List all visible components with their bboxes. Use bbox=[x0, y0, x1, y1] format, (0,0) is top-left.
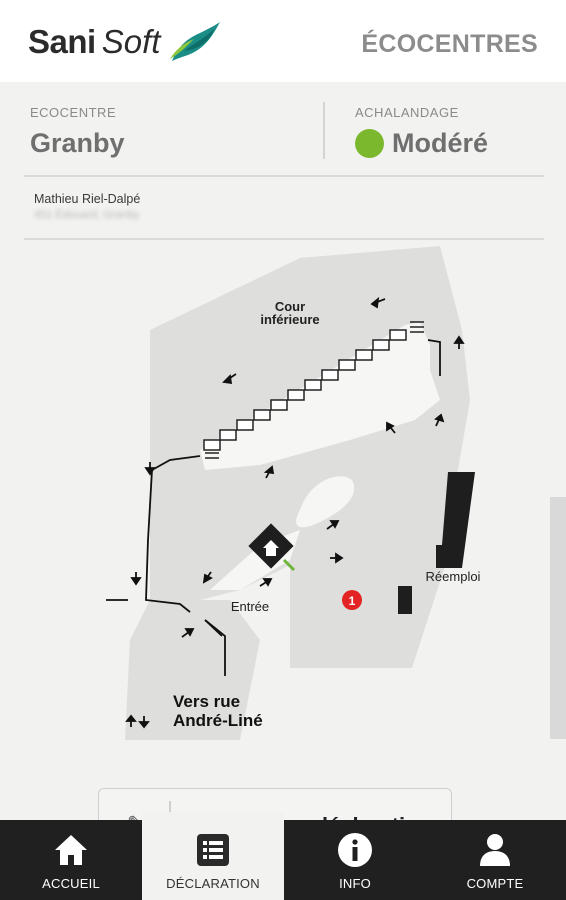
user-icon bbox=[479, 832, 511, 868]
nav-label-accueil: ACCUEIL bbox=[42, 876, 100, 891]
section-divider bbox=[24, 238, 544, 240]
sanisoft-logo: Sani Soft bbox=[28, 20, 222, 64]
nav-label-declaration: DÉCLARATION bbox=[166, 876, 260, 891]
app-header: Sani Soft ÉCOCENTRES bbox=[0, 0, 566, 82]
map-label-vers-rue: Vers rue bbox=[173, 692, 240, 711]
logo-text-soft: Soft bbox=[101, 23, 161, 60]
map-island bbox=[296, 476, 355, 528]
nav-item-info[interactable]: INFO bbox=[284, 820, 426, 900]
info-icon bbox=[337, 832, 373, 868]
map-ground-road bbox=[125, 600, 260, 740]
ecocentre-label: ECOCENTRE bbox=[30, 105, 117, 120]
leaf-logo-icon bbox=[170, 22, 221, 61]
site-map[interactable]: 1 Cour inférieure Entrée Réemploi Vers r… bbox=[0, 242, 566, 802]
ramp-steps bbox=[205, 321, 424, 459]
nav-item-declaration[interactable]: DÉCLARATION bbox=[142, 812, 284, 900]
map-ground-lower bbox=[290, 470, 460, 668]
user-name: Mathieu Riel-Dalpé bbox=[34, 192, 141, 206]
map-label-andre-line: André-Liné bbox=[173, 711, 263, 730]
numbered-marker bbox=[342, 590, 362, 610]
nav-item-accueil[interactable]: ACCUEIL bbox=[0, 820, 142, 900]
traffic-arrows bbox=[125, 296, 465, 729]
map-label-inferieure: inférieure bbox=[260, 312, 319, 327]
achalandage-label: ACHALANDAGE bbox=[355, 105, 459, 120]
site-walls bbox=[106, 339, 441, 676]
reemploi-container bbox=[398, 586, 412, 614]
bottom-navigation: ACCUEIL DÉCLARATION INFO bbox=[0, 812, 566, 900]
map-upper-lane bbox=[200, 322, 440, 470]
traffic-status-dot bbox=[355, 129, 384, 158]
list-icon bbox=[196, 832, 230, 868]
logo-text-sani: Sani bbox=[28, 23, 96, 60]
home-icon bbox=[53, 832, 89, 868]
nav-label-info: INFO bbox=[339, 876, 371, 891]
map-label-entree: Entrée bbox=[231, 599, 269, 614]
scrollbar[interactable] bbox=[550, 497, 566, 739]
nav-label-compte: COMPTE bbox=[466, 876, 524, 891]
numbered-marker-text: 1 bbox=[349, 594, 356, 608]
ecocentre-name: Granby bbox=[30, 128, 125, 158]
ramp-stalls bbox=[203, 329, 407, 451]
map-label-cour: Cour bbox=[275, 299, 305, 314]
map-label-reemploi: Réemploi bbox=[426, 569, 481, 584]
page-title: ÉCOCENTRES bbox=[361, 30, 538, 58]
section-divider bbox=[24, 175, 544, 177]
ecocentre-info-card bbox=[0, 82, 566, 242]
home-marker-icon bbox=[263, 540, 279, 556]
entry-gate bbox=[282, 558, 296, 572]
achalandage-value: Modéré bbox=[392, 128, 489, 158]
user-address: 451 Édouard, Granby bbox=[34, 209, 140, 221]
nav-item-compte[interactable]: COMPTE bbox=[424, 820, 566, 900]
reemploi-building bbox=[436, 472, 475, 568]
info-divider bbox=[323, 102, 325, 159]
